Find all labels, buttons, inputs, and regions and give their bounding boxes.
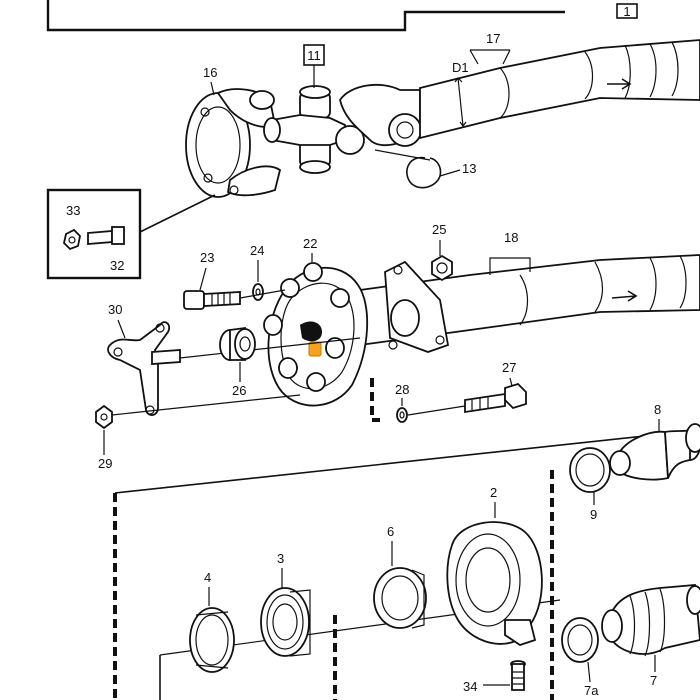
seal-4: [189, 607, 235, 673]
edge-part-lower: [686, 585, 700, 615]
axis-29: [111, 394, 301, 416]
inset-bolt-32: [87, 226, 125, 245]
frame-top: [46, 0, 565, 32]
callout-24: 24: [250, 243, 264, 258]
inset-nut-33: [63, 228, 81, 251]
leader-18: [489, 257, 531, 275]
ring-6: [373, 567, 427, 629]
nut-25: [431, 254, 453, 282]
leader-16: [210, 81, 215, 96]
spider-30: [107, 321, 181, 416]
callout-22: 22: [303, 236, 317, 251]
circlip-13: [406, 156, 461, 189]
axis-27: [407, 405, 466, 416]
callout-2: 2: [490, 485, 497, 500]
centerline-coupling: [179, 337, 361, 359]
callout-11: 11: [307, 48, 321, 63]
callout-18: 18: [504, 230, 518, 245]
flexible-coupling-22: [263, 262, 369, 407]
nut-29: [95, 404, 113, 430]
yoke-shaft: [339, 83, 431, 161]
leader-30: [117, 319, 126, 339]
frame-bottom-top: [114, 429, 700, 494]
callout-27: 27: [502, 360, 516, 375]
callout-7a: 7a: [584, 683, 599, 698]
leader-23: [199, 267, 207, 291]
callout-26: 26: [232, 383, 246, 398]
washer-24: [252, 283, 264, 301]
label-d1: D1: [452, 60, 469, 75]
callout-16: 16: [203, 65, 217, 80]
leader-27: [509, 377, 513, 387]
ring-7a: [561, 617, 599, 663]
ring-9: [569, 447, 611, 493]
leader-17: [469, 49, 511, 65]
callout-25: 25: [432, 222, 446, 237]
propeller-shaft-17: [419, 39, 700, 140]
callout-6: 6: [387, 524, 394, 539]
callout-32: 32: [110, 258, 124, 273]
highlight-marker: [308, 341, 322, 357]
callout-8: 8: [654, 402, 661, 417]
edge-part-upper: [685, 423, 700, 453]
callout-4: 4: [204, 570, 211, 585]
callout-30: 30: [108, 302, 122, 317]
bearing-housing-2: [446, 521, 543, 646]
axis-23: [239, 289, 286, 299]
dash-bracket-mid: [370, 378, 380, 422]
callout-9: 9: [590, 507, 597, 522]
callout-23: 23: [200, 250, 214, 265]
universal-joint-cross: [263, 85, 365, 174]
callout-7: 7: [650, 673, 657, 688]
inset-leader: [139, 194, 216, 233]
callout-29: 29: [98, 456, 112, 471]
callout-box-1: [616, 3, 638, 19]
callout-17: 17: [486, 31, 500, 46]
callout-28: 28: [395, 382, 409, 397]
bushing-26: [219, 326, 256, 361]
washer-28: [396, 407, 408, 423]
callout-1: 1: [623, 4, 630, 19]
callout-34: 34: [463, 679, 477, 694]
bearing-3: [260, 587, 311, 657]
flange-yoke-16: [185, 88, 282, 198]
leader-7a: [587, 661, 591, 683]
shaft-flange-18: [384, 260, 450, 353]
callout-13: 13: [462, 161, 476, 176]
bolt-27: [464, 382, 527, 414]
rubber-boot-7: [601, 584, 700, 657]
bolt-23: [183, 290, 241, 310]
bolt-34: [510, 660, 526, 691]
callout-33: 33: [66, 203, 80, 218]
inset-box: [46, 188, 142, 280]
callout-3: 3: [277, 551, 284, 566]
